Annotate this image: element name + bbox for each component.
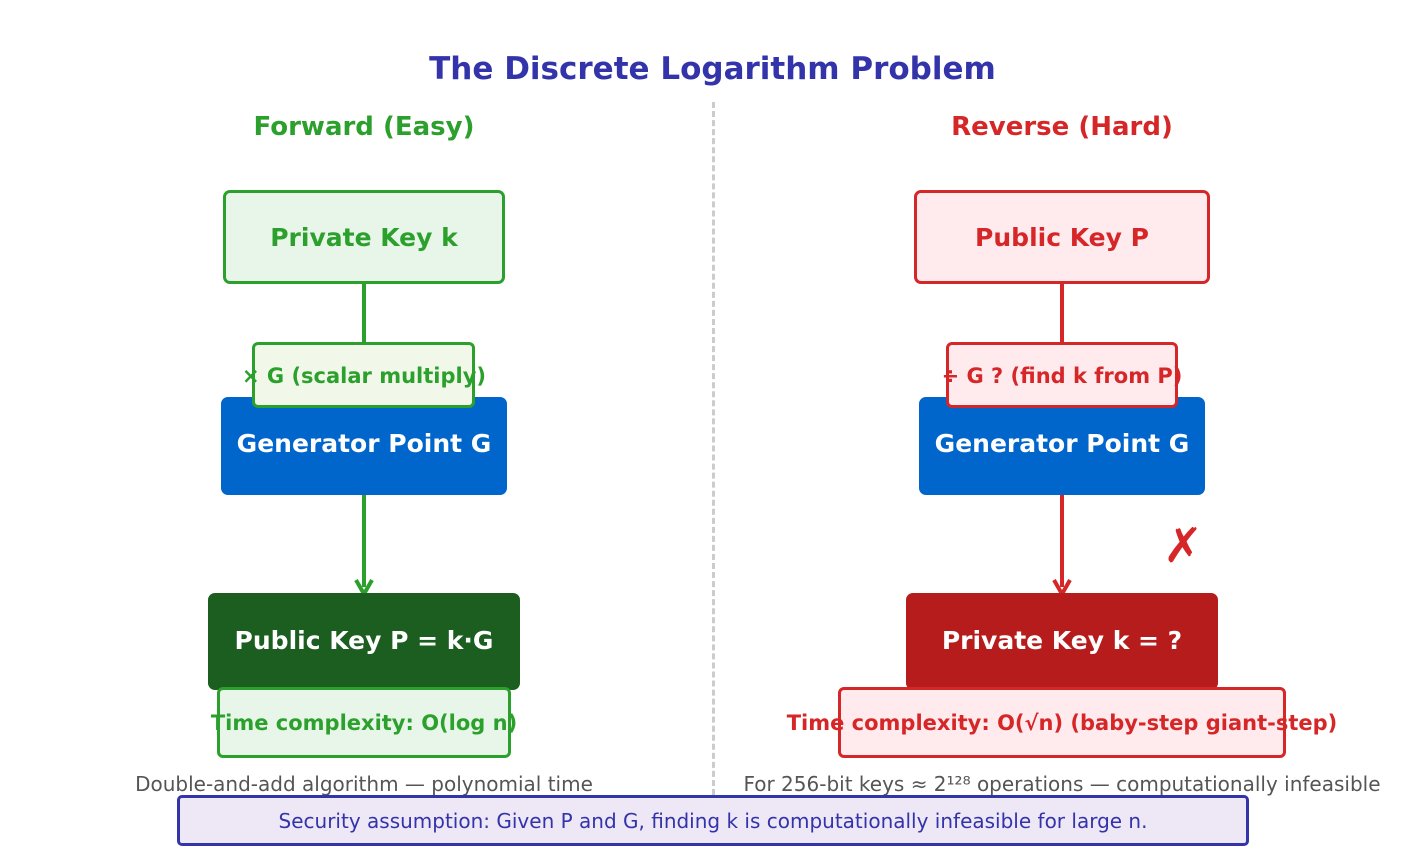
reverse-generator-box: Generator Point G — [919, 397, 1205, 495]
forward-public-key-box: Public Key P = k·G — [208, 593, 520, 690]
security-assumption-footer: Security assumption: Given P and G, find… — [177, 795, 1249, 846]
fail-x-icon: ✗ — [1162, 518, 1204, 574]
forward-generator-box: Generator Point G — [221, 397, 507, 495]
reverse-arrow-shaft — [1060, 495, 1064, 587]
forward-complexity-label: Time complexity: O(log n) — [210, 711, 518, 735]
reverse-operation-label: ÷ G ? (find k from P) — [941, 364, 1183, 388]
forward-generator-label: Generator Point G — [236, 429, 492, 458]
forward-private-key-label: Private Key k — [270, 222, 458, 252]
forward-heading: Forward (Easy) — [253, 112, 475, 142]
center-divider — [712, 102, 715, 795]
reverse-private-key-box: Private Key k = ? — [906, 593, 1218, 690]
forward-note: Double-and-add algorithm — polynomial ti… — [135, 772, 593, 796]
forward-operation-label: × G (scalar multiply) — [242, 364, 486, 388]
diagram-title: The Discrete Logarithm Problem — [429, 51, 996, 87]
reverse-operation-box — [946, 342, 1178, 408]
reverse-public-key-label: Public Key P — [975, 222, 1149, 252]
reverse-generator-label: Generator Point G — [934, 429, 1190, 458]
forward-arrow-shaft — [362, 495, 366, 587]
reverse-complexity-label: Time complexity: O(√n) (baby-step giant-… — [786, 711, 1338, 735]
forward-private-key-box: Private Key k — [223, 190, 505, 284]
forward-operation-box — [252, 342, 475, 408]
security-assumption-text: Security assumption: Given P and G, find… — [278, 808, 1148, 833]
forward-complexity-box — [217, 687, 511, 758]
reverse-private-key-label: Private Key k = ? — [941, 626, 1183, 655]
forward-public-key-label: Public Key P = k·G — [234, 626, 494, 655]
reverse-complexity-box — [838, 687, 1286, 758]
reverse-note: For 256-bit keys ≈ 2¹²⁸ operations — com… — [743, 772, 1381, 796]
reverse-public-key-box: Public Key P — [914, 190, 1210, 284]
reverse-heading: Reverse (Hard) — [951, 112, 1173, 142]
